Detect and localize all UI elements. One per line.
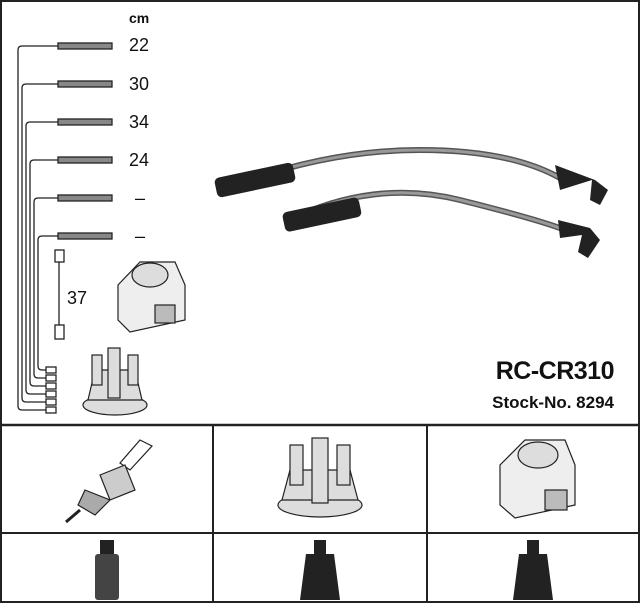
- ignition-coil-small: [117, 261, 186, 333]
- wire-line: [17, 45, 58, 411]
- length-label: –: [135, 226, 146, 246]
- length-label: 30: [129, 74, 150, 94]
- wire-terminal: [45, 366, 57, 374]
- cap-boot-icon: [300, 540, 340, 600]
- distributor-cap-icon: [277, 437, 363, 518]
- unit-label: cm: [129, 10, 150, 26]
- wire-line: [21, 83, 58, 403]
- wire-line: [29, 159, 58, 387]
- coil-lead: [54, 249, 65, 340]
- distributor-cap-small: [82, 347, 148, 416]
- wire-terminal: [45, 406, 57, 414]
- wiring-schematic: [17, 42, 113, 414]
- wire-line: [25, 121, 58, 395]
- length-label: 24: [129, 150, 150, 170]
- wire-connector: [57, 232, 113, 240]
- plug-boot-icon: [95, 540, 119, 600]
- ignition-coil-icon: [499, 439, 576, 519]
- length-label: –: [135, 188, 146, 208]
- wire-connector: [57, 194, 113, 202]
- length-label: 22: [129, 35, 150, 55]
- wire-line: [37, 235, 58, 371]
- product-code: RC-CR310: [495, 357, 615, 385]
- wire-connector: [57, 42, 113, 50]
- wire-terminal: [45, 382, 57, 390]
- wire-connector: [57, 118, 113, 126]
- stock-number: Stock-No. 8294: [492, 393, 614, 412]
- coil-lead-length: 37: [67, 288, 88, 308]
- wire-connector: [57, 156, 113, 164]
- wire-terminal: [45, 374, 57, 382]
- ignition-cable-2: [282, 189, 600, 258]
- wire-terminal: [45, 390, 57, 398]
- wire-terminal: [45, 398, 57, 406]
- coil-boot-icon: [513, 540, 553, 600]
- spark-plug-icon: [65, 439, 153, 524]
- wire-line: [33, 197, 58, 379]
- length-label: 34: [129, 112, 150, 132]
- ignition-cable-1: [214, 146, 608, 205]
- wire-connector: [57, 80, 113, 88]
